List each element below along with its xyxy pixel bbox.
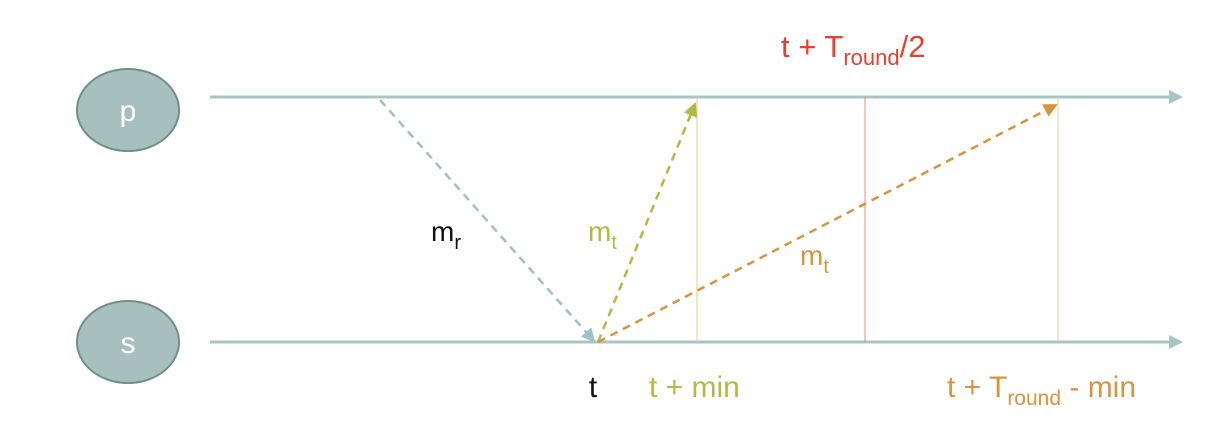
node-s: s [76,300,180,384]
label-top-time: t + Tround/2 [781,29,925,70]
label-t-plus-round-minus-min-sub: round [1007,387,1061,410]
label-m-t-long: mt [800,240,829,278]
label-t-plus-round-minus-min: t + Tround - min [947,371,1136,410]
node-p: p [76,68,180,152]
message-m-t-long-arrow [597,103,1058,344]
label-m-t-short-base: m [588,216,611,247]
label-t-plus-round-minus-min-tail: - min [1061,371,1136,404]
label-t-plus-min: t + min [649,371,740,404]
node-p-label: p [120,95,137,128]
label-m-t-short: mt [588,216,617,254]
node-s-label: s [121,327,136,360]
label-m-r-base: m [431,216,454,247]
message-m-t-short-arrow [596,102,697,343]
label-top-time-sub: round [843,45,899,70]
label-m-t-long-sub: t [823,256,829,278]
label-m-t-short-sub: t [611,232,617,254]
label-t: t [589,371,598,404]
label-m-t-long-base: m [800,240,823,271]
message-m-r-arrow [379,99,596,343]
label-m-r: mr [431,216,461,254]
label-top-time-tail: /2 [900,29,926,64]
label-m-r-sub: r [454,232,461,254]
label-top-time-base: t + T [781,29,843,64]
label-t-plus-round-minus-min-base: t + T [947,371,1007,404]
